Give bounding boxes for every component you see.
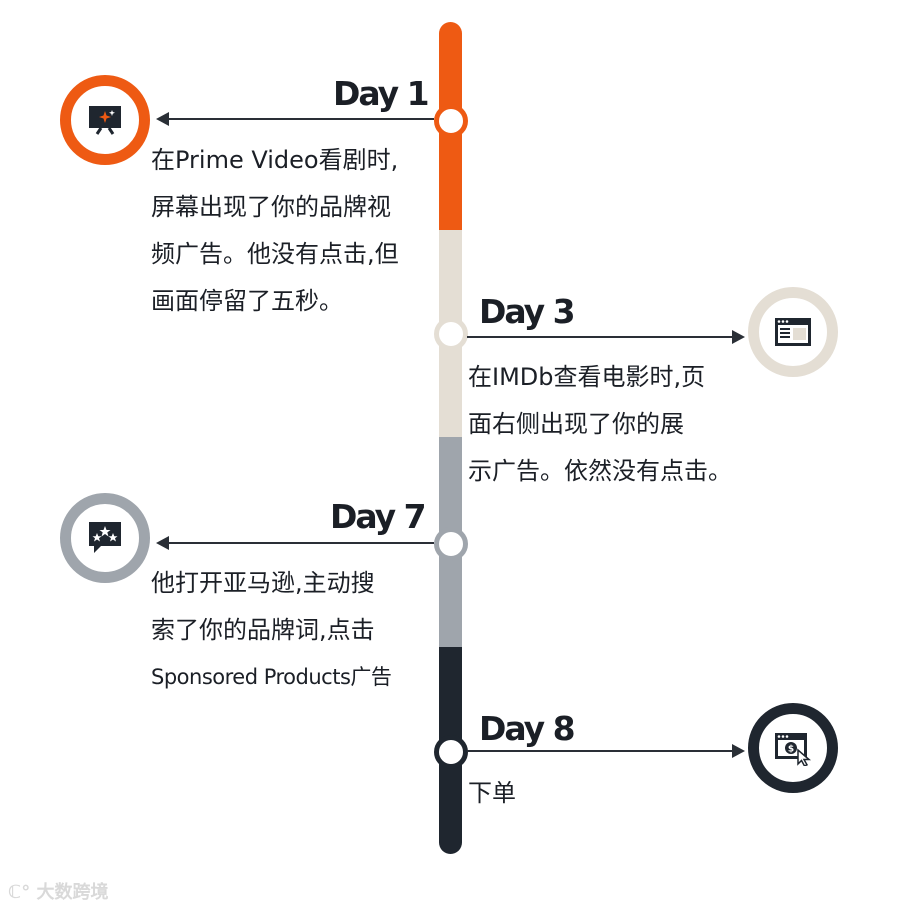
timeline-node-day7 — [434, 527, 468, 561]
day7-line-1: 他打开亚马逊,主动搜 — [151, 569, 375, 597]
day7-icon-circle — [60, 493, 150, 583]
day3-description: 在IMDb查看电影时,页 面右侧出现了你的展 示广告。依然没有点击。 — [468, 354, 732, 495]
day3-arrow — [467, 330, 745, 344]
day8-description: 下单 — [468, 770, 516, 817]
day7-description: 他打开亚马逊,主动搜 索了你的品牌词,点击 Sponsored Products… — [151, 560, 392, 701]
timeline-node-day3 — [434, 317, 468, 351]
day8-icon-circle: $ — [748, 703, 838, 793]
day8-arrow — [467, 744, 745, 758]
day7-arrow — [156, 536, 434, 550]
day7-line-2: 索了你的品牌词,点击 — [151, 616, 375, 644]
day3-icon-circle — [748, 287, 838, 377]
watermark-logo-icon: ℂ° — [8, 882, 37, 903]
svg-text:$: $ — [788, 745, 794, 755]
day7-label: Day 7 — [330, 497, 427, 536]
day1-label: Day 1 — [333, 74, 430, 113]
day1-arrow — [156, 112, 434, 126]
watermark: ℂ° 大数跨境 — [8, 878, 108, 904]
day1-line-4: 画面停留了五秒。 — [151, 287, 343, 315]
tv-icon — [89, 106, 121, 135]
day1-line-2: 屏幕出现了你的品牌视 — [151, 193, 391, 221]
review-stars-icon — [89, 522, 121, 553]
timeline-node-day8 — [434, 735, 468, 769]
browser-window-icon — [775, 318, 811, 346]
day3-line-1: 在IMDb查看电影时,页 — [468, 363, 706, 391]
day1-icon-circle — [60, 75, 150, 165]
checkout-cursor-icon: $ — [775, 733, 812, 766]
day8-label: Day 8 — [479, 709, 576, 748]
day7-line-3: Sponsored Products广告 — [151, 665, 392, 689]
watermark-text: 大数跨境 — [36, 882, 109, 903]
day3-line-3: 示广告。依然没有点击。 — [468, 457, 732, 485]
timeline-node-day1 — [434, 104, 468, 138]
day3-line-2: 面右侧出现了你的展 — [468, 410, 684, 438]
day1-line-1: 在Prime Video看剧时, — [151, 146, 399, 174]
day1-description: 在Prime Video看剧时, 屏幕出现了你的品牌视 频广告。他没有点击,但 … — [151, 137, 399, 325]
day8-line-1: 下单 — [468, 779, 516, 807]
day3-label: Day 3 — [479, 292, 576, 331]
day1-line-3: 频广告。他没有点击,但 — [151, 240, 399, 268]
